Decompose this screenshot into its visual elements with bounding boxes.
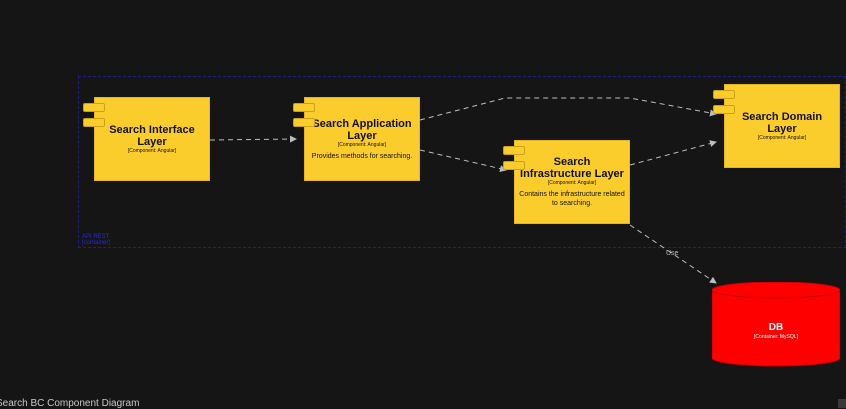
component-title: Search Domain Layer bbox=[741, 110, 823, 135]
component-tab-icon bbox=[713, 90, 735, 99]
component-tech: [Component: Angular] bbox=[757, 134, 807, 141]
component-tab-icon bbox=[83, 118, 105, 127]
database-title: DB bbox=[768, 322, 784, 333]
component-description: Provides methods for searching. bbox=[311, 152, 413, 160]
component-title: Search Application Layer bbox=[312, 117, 412, 142]
component-title: Search Interface Layer bbox=[109, 123, 195, 148]
component-domain[interactable]: Search Domain Layer [Component: Angular] bbox=[724, 84, 840, 168]
edge-interface-application bbox=[209, 135, 297, 143]
edge-label-use: Use bbox=[666, 250, 679, 257]
edge-infrastructure-domain bbox=[629, 140, 717, 166]
component-tech: [Component: Angular] bbox=[127, 147, 177, 154]
component-tab-icon bbox=[293, 118, 315, 127]
component-infrastructure[interactable]: Search Infrastructure Layer [Component: … bbox=[514, 140, 630, 224]
component-title: Search Infrastructure Layer bbox=[520, 156, 624, 180]
component-application[interactable]: Search Application Layer [Component: Ang… bbox=[304, 97, 420, 181]
component-tab-icon bbox=[503, 146, 525, 155]
component-interface[interactable]: Search Interface Layer [Component: Angul… bbox=[94, 97, 210, 181]
scroll-corner[interactable] bbox=[838, 399, 846, 408]
diagram-title: Search BC Component Diagram bbox=[0, 398, 140, 409]
boundary-label: API REST [container] bbox=[82, 234, 110, 246]
boundary-name: API REST bbox=[82, 234, 110, 240]
edge-application-domain bbox=[419, 97, 717, 121]
component-tab-icon bbox=[503, 161, 525, 170]
component-tech: [Component: Angular] bbox=[547, 180, 597, 186]
component-tab-icon bbox=[713, 105, 735, 114]
database-tech: [Container: MySQL] bbox=[754, 334, 798, 340]
database-db[interactable]: DB [Container: MySQL] bbox=[711, 281, 841, 368]
component-tab-icon bbox=[83, 103, 105, 112]
component-tab-icon bbox=[293, 103, 315, 112]
database-icon bbox=[711, 281, 841, 367]
boundary-type: [container] bbox=[82, 240, 111, 246]
edge-application-infrastructure bbox=[419, 149, 507, 173]
component-tech: [Component: Angular] bbox=[337, 141, 387, 148]
component-description: Contains the infrastructure related to s… bbox=[519, 191, 625, 207]
